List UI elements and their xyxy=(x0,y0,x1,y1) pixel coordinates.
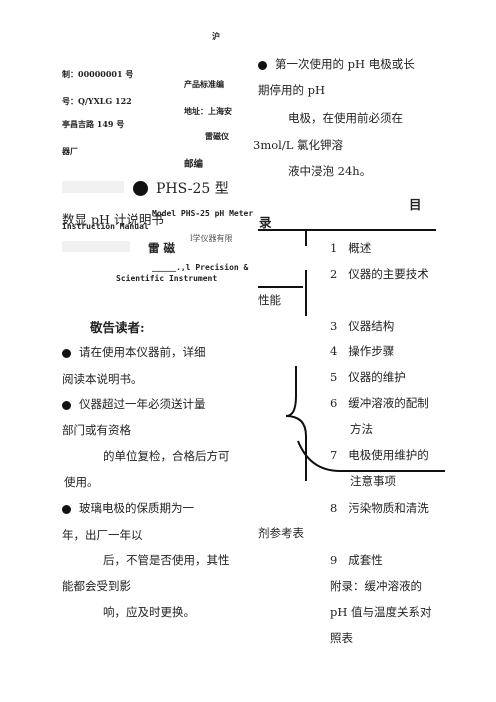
notice-line3: 仪器超过一年必须送计量 xyxy=(62,396,206,412)
notice-line11: 响，应及时更换。 xyxy=(103,605,195,619)
header-hu: 沪 xyxy=(212,31,220,41)
notice-line2: 阅读本说明书。 xyxy=(62,372,143,386)
header-tingchang: 亭昌吉路 149 号 xyxy=(62,119,125,129)
toc-item: 7 电极使用维护的 xyxy=(330,448,429,462)
toc-item-cont: 方法 xyxy=(350,422,373,436)
toc-item: 2 仪器的主要技术 xyxy=(330,267,429,281)
notice-line10: 能都会受到影 xyxy=(62,579,131,593)
toc-item-cont: 附录：缓冲溶液的 xyxy=(330,579,422,593)
header-leici: 雷磁仪 xyxy=(205,131,229,141)
toc-item-cont: 照表 xyxy=(330,631,353,645)
redacted-bar xyxy=(62,241,130,252)
toc-jiliang: 剂参考表 xyxy=(258,526,304,540)
manual-subtitle: 数显 pH 计说明书 xyxy=(62,212,164,227)
notice-line4: 部门或有资格 xyxy=(62,423,131,437)
toc-item: 8 污染物质和清洗 xyxy=(330,501,429,515)
bullet-dot xyxy=(62,400,71,410)
toc-lu: 录 xyxy=(259,215,272,230)
header-qichang: 器厂 xyxy=(62,146,78,156)
toc-mu: 目 xyxy=(409,197,422,212)
toc-item: 3 仪器结构 xyxy=(330,319,395,333)
electrode-note-line5: 液中浸泡 24h。 xyxy=(288,164,372,178)
notice-line7: 玻璃电极的保质期为一 xyxy=(62,500,194,516)
precision-line: _____.,l Precision & xyxy=(152,263,249,272)
toc-item-cont: pH 值与温度关系对 xyxy=(330,605,432,619)
toc-item: 1 概述 xyxy=(330,241,372,255)
model-en: Model PHS-25 pH Meter xyxy=(152,209,254,218)
bullet-dot xyxy=(62,504,71,514)
manual-en: Instruction Manual xyxy=(62,222,149,231)
header-zhi: 制：00000001 号 xyxy=(62,69,134,79)
notice-heading: 敬告读者: xyxy=(90,320,145,335)
scientific-line: Scientific Instrument xyxy=(116,274,218,283)
leici-brand: 雷 磁 xyxy=(148,241,176,255)
bullet-dot xyxy=(258,60,267,70)
notice-line5: 的单位复检，合格后方可 xyxy=(103,449,230,463)
toc-item: 5 仪器的维护 xyxy=(330,370,406,384)
model-title: PHS-25 型 xyxy=(133,178,229,198)
notice-line1: 请在使用本仪器前，详细 xyxy=(62,344,206,360)
toc-item: 4 操作步骤 xyxy=(330,344,395,358)
toc-item: 9 成套性 xyxy=(330,553,383,567)
bullet-dot xyxy=(133,181,148,196)
electrode-note-line4: 3mol/L 氯化钾溶 xyxy=(253,138,343,152)
toc-item: 6 缓冲溶液的配制 xyxy=(330,396,429,410)
redacted-bar xyxy=(62,181,124,193)
electrode-note-line2: 期停用的 pH xyxy=(258,83,326,97)
electrode-note-line3: 电极，在使用前必须在 xyxy=(288,111,403,125)
notice-line8: 年，出厂一年以 xyxy=(62,528,143,542)
header-chanpin: 产品标准编 xyxy=(184,79,224,89)
notice-line6: 使用。 xyxy=(64,475,99,489)
toc-rule xyxy=(258,229,436,231)
notice-line9: 后，不管是否使用，其性 xyxy=(103,553,230,567)
company-small: l学仪器有限 xyxy=(190,234,233,243)
bullet-dot xyxy=(62,348,71,358)
toc-rule-short xyxy=(258,286,303,288)
toc-xingneng: 性能 xyxy=(258,293,281,307)
header-youbian: 邮编 xyxy=(184,159,204,170)
electrode-note-line1: 第一次使用的 pH 电极或长 xyxy=(258,56,415,72)
toc-item-cont: 注意事项 xyxy=(350,474,396,488)
toc-bracket-line xyxy=(285,230,445,481)
header-dizhi: 地址：上海安 xyxy=(184,106,232,116)
header-hao: 号：Q/YXLG 122 xyxy=(62,96,132,106)
